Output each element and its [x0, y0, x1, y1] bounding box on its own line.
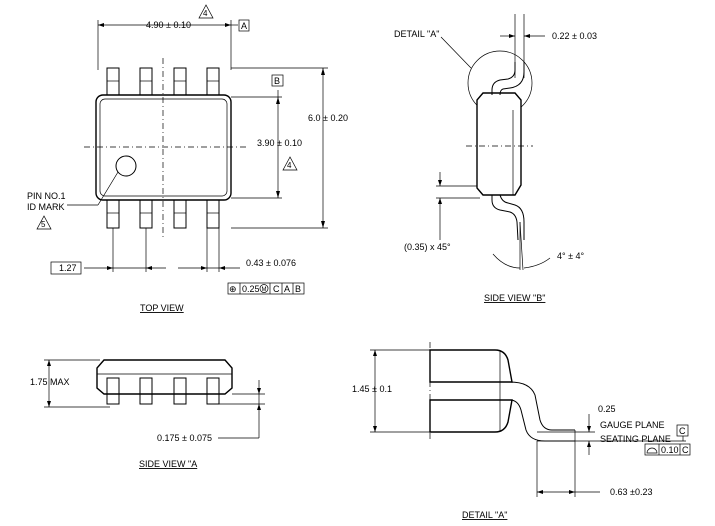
side-view-b: 0.22 ± 0.03 DETAIL "A" (0.35) x 45° 4° ±… [394, 14, 597, 303]
lead-thickness-dimension: 0.22 ± 0.03 [552, 31, 597, 41]
svg-text:M: M [262, 287, 267, 293]
top-view: 4.90 ± 0.10 A 4 [27, 4, 348, 313]
pitch-dimension: 1.27 [59, 263, 77, 273]
lead-width-dimension: 0.43 ± 0.076 [246, 258, 296, 268]
datum-b-label: B [274, 76, 280, 86]
foot-length-dimension: 0.63 ±0.23 [610, 487, 652, 497]
datum-a-label: A [241, 21, 247, 31]
top-view-title: TOP VIEW [140, 303, 184, 313]
note-4-flag-side: 4 [287, 161, 292, 170]
svg-text:0.10: 0.10 [661, 445, 679, 455]
side-view-a: 1.75 MAX 0.175 ± 0.075 SIDE VIEW "A [30, 359, 265, 469]
standoff-dimension: 0.175 ± 0.075 [157, 433, 212, 443]
note-4-flag-top: 4 [203, 9, 208, 18]
gauge-plane-label: GAUGE PLANE [600, 420, 665, 430]
svg-text:A: A [284, 284, 290, 294]
package-body-top [95, 94, 232, 201]
pin1-id-mark [115, 155, 137, 177]
gauge-dimension: 0.25 [598, 404, 616, 414]
id-mark-label: ID MARK [27, 202, 65, 212]
chamfer-dimension: (0.35) x 45° [404, 242, 451, 252]
coplanarity-frame: 0.10 C [644, 443, 691, 456]
height-dimension: 1.75 MAX [30, 377, 70, 387]
package-body-side [476, 92, 522, 196]
datum-c-label: C [679, 426, 686, 436]
length-dimension: 4.90 ± 0.10 [146, 20, 191, 30]
detail-a-title: DETAIL "A" [462, 510, 507, 520]
side-view-b-title: SIDE VIEW "B" [484, 293, 545, 303]
detail-a-view: 1.45 ± 0.1 0.25 GAUGE PLANE SEATING PLAN… [352, 342, 691, 520]
svg-text:B: B [295, 284, 301, 294]
note-5-flag: 5 [41, 220, 46, 229]
svg-text:0.25: 0.25 [242, 284, 260, 294]
width-dimension: 6.0 ± 0.20 [308, 113, 348, 123]
side-view-a-title: SIDE VIEW "A [139, 459, 197, 469]
detail-a-callout: DETAIL "A" [394, 29, 439, 39]
package-body-end [96, 359, 233, 395]
pin1-label: PIN NO.1 [27, 191, 66, 201]
body-width-dimension: 3.90 ± 0.10 [257, 138, 302, 148]
seating-plane-label: SEATING PLANE [600, 434, 671, 444]
svg-text:⊕: ⊕ [229, 284, 237, 294]
body-height-dimension: 1.45 ± 0.1 [352, 384, 392, 394]
svg-text:C: C [682, 445, 689, 455]
position-tolerance-frame: ⊕ 0.25 M C A B [227, 282, 305, 295]
angle-dimension: 4° ± 4° [557, 251, 585, 261]
svg-text:C: C [273, 284, 280, 294]
